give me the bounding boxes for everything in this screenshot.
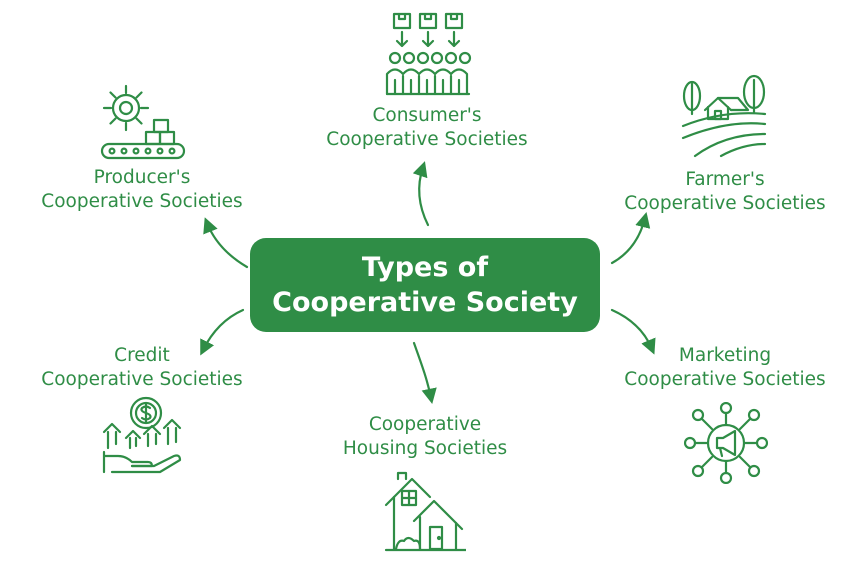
center-title-line2: Cooperative Society [272,287,578,318]
node-credit: Credit Cooperative Societies [30,344,254,392]
node-consumer-line1: Consumer's [372,105,482,126]
node-consumer-line2: Cooperative Societies [326,129,528,150]
center-title-box: Types of Cooperative Society [250,238,600,332]
farm-icon [681,74,767,158]
node-housing: Cooperative Housing Societies [320,413,530,461]
node-producer-line1: Producer's [93,167,191,188]
factory-gear-icon [100,84,186,160]
credit-coin-icon [100,396,184,474]
node-marketing-line1: Marketing [678,345,772,366]
node-marketing: Marketing Cooperative Societies [614,344,836,392]
node-farmer: Farmer's Cooperative Societies [614,168,836,216]
node-producer-line2: Cooperative Societies [41,191,243,212]
arrow-to-housing [412,341,437,405]
arrow-to-producer [203,217,249,269]
node-credit-line2: Cooperative Societies [41,369,243,390]
center-title-line1: Types of [361,252,489,283]
node-marketing-line2: Cooperative Societies [624,369,826,390]
node-credit-line1: Credit [114,345,170,366]
node-producer: Producer's Cooperative Societies [30,166,254,214]
arrow-to-credit [200,308,245,356]
node-consumer: Consumer's Cooperative Societies [317,104,537,152]
node-housing-line1: Cooperative [368,414,482,435]
arrow-to-farmer [610,212,651,265]
node-housing-line2: Housing Societies [342,438,508,459]
consumer-group-icon [383,10,473,100]
node-farmer-line1: Farmer's [685,169,765,190]
houses-icon [384,471,466,553]
node-farmer-line2: Cooperative Societies [624,193,826,214]
arrow-to-marketing [610,308,656,355]
megaphone-network-icon [684,402,768,484]
arrow-to-consumer [412,161,430,227]
